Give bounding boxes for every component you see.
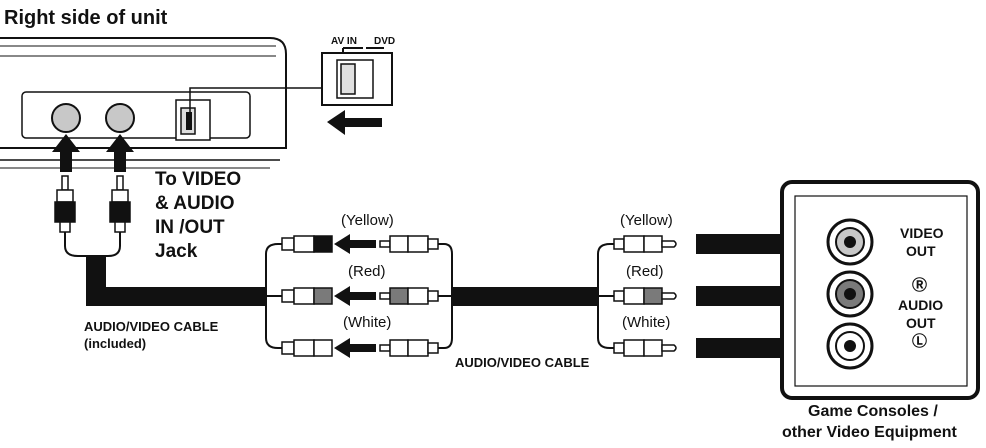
unit-body bbox=[0, 37, 287, 169]
equipment-video-out-jack bbox=[826, 218, 874, 266]
video-out-label-line2: OUT bbox=[906, 243, 936, 259]
switch-dvd-label: DVD bbox=[374, 36, 396, 47]
unit-audio-jack bbox=[105, 103, 135, 133]
equipment-caption-line1: Game Consoles / bbox=[808, 403, 938, 420]
mid-right-plug-red bbox=[613, 287, 677, 305]
audio-out-label-line2: OUT bbox=[906, 315, 936, 331]
mid-cable-right-wires bbox=[597, 243, 614, 349]
jack-label-line3: IN /OUT bbox=[155, 217, 225, 238]
equipment-panel bbox=[780, 180, 980, 400]
mid-right-plug-white bbox=[613, 339, 677, 357]
switch-leader-line bbox=[189, 87, 340, 118]
included-cable-label: AUDIO/VIDEO CABLE bbox=[84, 319, 219, 334]
middle-cable-label: AUDIO/VIDEO CABLE bbox=[455, 355, 590, 370]
left-red-label: (Red) bbox=[348, 263, 386, 280]
audio-video-cable bbox=[452, 287, 598, 306]
audio-r-label: Ⓡ bbox=[912, 277, 928, 294]
left-jack-white bbox=[281, 339, 333, 357]
right-white-label: (White) bbox=[622, 314, 671, 331]
mid-left-plug-yellow bbox=[379, 235, 439, 253]
left-jack-red bbox=[281, 287, 333, 305]
slide-left-arrow bbox=[327, 110, 382, 135]
equipment-panel-inner bbox=[794, 195, 968, 387]
video-out-label-line1: VIDEO bbox=[900, 225, 944, 241]
connect-arrow-white bbox=[334, 338, 376, 358]
connect-arrow-red bbox=[334, 286, 376, 306]
jack-label-line1: To VIDEO bbox=[155, 169, 242, 190]
unit-plug-audio bbox=[109, 175, 131, 233]
left-fanout-wires bbox=[265, 243, 282, 349]
audio-l-label: Ⓛ bbox=[912, 333, 928, 350]
unit-cable-wires bbox=[64, 232, 121, 257]
unit-plug-video bbox=[54, 175, 76, 233]
arrow-to-video-out bbox=[696, 222, 836, 266]
mid-left-plug-white bbox=[379, 339, 439, 357]
unit-side-title: Right side of unit bbox=[4, 7, 168, 29]
left-yellow-label: (Yellow) bbox=[341, 212, 394, 229]
unit-switch bbox=[175, 99, 211, 141]
arrow-to-audio-l bbox=[696, 326, 836, 370]
equipment-caption-line2: other Video Equipment bbox=[782, 424, 957, 441]
connect-arrow-yellow bbox=[334, 234, 376, 254]
jack-label-line2: & AUDIO bbox=[155, 193, 235, 214]
left-white-label: (White) bbox=[343, 314, 392, 331]
unit-video-jack bbox=[51, 103, 81, 133]
included-cable bbox=[86, 256, 266, 306]
included-cable-sublabel: (included) bbox=[84, 336, 147, 351]
equipment-audio-r-jack bbox=[826, 270, 874, 318]
jack-label-line4: Jack bbox=[155, 241, 198, 262]
audio-out-label-line1: AUDIO bbox=[898, 297, 944, 313]
insert-arrow-audio bbox=[106, 134, 134, 172]
right-yellow-label: (Yellow) bbox=[620, 212, 673, 229]
equipment-audio-l-jack bbox=[826, 322, 874, 370]
insert-arrow-video bbox=[52, 134, 80, 172]
mid-cable-left-wires bbox=[438, 243, 453, 349]
arrow-to-audio-r bbox=[696, 274, 836, 318]
switch-zoom bbox=[321, 47, 393, 106]
mid-right-plug-yellow bbox=[613, 235, 677, 253]
right-red-label: (Red) bbox=[626, 263, 664, 280]
switch-av-in-label: AV IN bbox=[331, 36, 357, 47]
mid-left-plug-red bbox=[379, 287, 439, 305]
left-jack-yellow bbox=[281, 235, 333, 253]
